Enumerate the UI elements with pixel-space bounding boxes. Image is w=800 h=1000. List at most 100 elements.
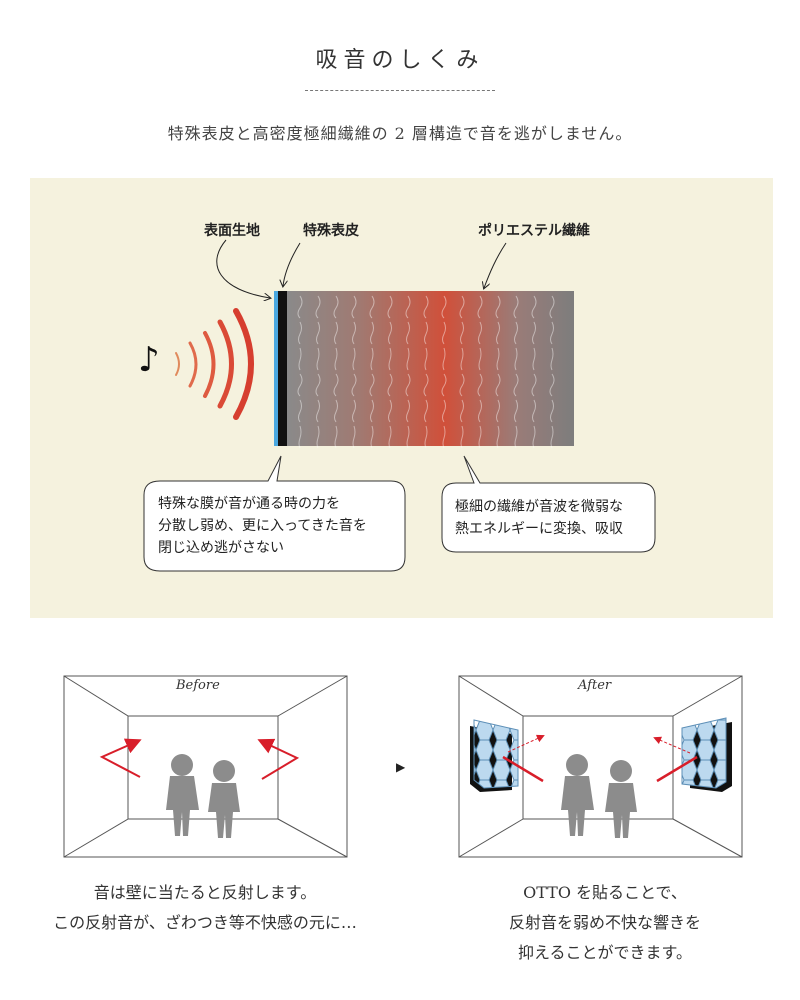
label-special-skin: 特殊表皮 bbox=[303, 223, 359, 239]
fiber-strand bbox=[531, 295, 537, 319]
fiber-strand bbox=[369, 373, 375, 397]
fiber-strand bbox=[406, 347, 410, 371]
fiber-strand bbox=[460, 347, 464, 371]
fiber-strand bbox=[514, 347, 518, 371]
fiber-strand bbox=[423, 295, 429, 319]
fiber-strand bbox=[388, 425, 392, 449]
fiber-strand bbox=[370, 399, 374, 423]
fiber-strand bbox=[316, 399, 320, 423]
fiber-strand bbox=[442, 425, 446, 449]
fiber-strand bbox=[352, 399, 356, 423]
fiber-strand bbox=[334, 347, 338, 371]
before-reflection-arrows bbox=[99, 738, 300, 780]
fiber-strand bbox=[333, 295, 339, 319]
fiber-strand bbox=[387, 295, 393, 319]
fiber-strand bbox=[514, 425, 518, 449]
fiber-layer bbox=[287, 291, 574, 446]
fiber-strand bbox=[405, 295, 411, 319]
special-skin-layer bbox=[278, 291, 287, 446]
fiber-strand bbox=[424, 399, 428, 423]
fiber-strand bbox=[550, 399, 554, 423]
fiber-strand bbox=[496, 321, 500, 345]
fiber-strand bbox=[495, 295, 501, 319]
fiber-strand bbox=[352, 425, 356, 449]
after-caption: OTTO を貼ることで、 反射音を弱め不快な響きを 抑えることができます。 bbox=[508, 883, 701, 962]
after-people-silhouettes bbox=[561, 754, 637, 838]
fiber-strand bbox=[460, 425, 464, 449]
bubble-left-text: 特殊な膜が音が通る時の力を 分散し弱め、更に入ってきた音を 閉じ込め逃がさない bbox=[158, 496, 367, 556]
page-title: 吸音のしくみ bbox=[315, 48, 485, 73]
fiber-strand bbox=[514, 321, 518, 345]
fiber-strand bbox=[441, 295, 447, 319]
label-polyester-fiber: ポリエステル繊維 bbox=[478, 223, 590, 239]
fiber-strand bbox=[496, 425, 500, 449]
bubble-right-shape bbox=[441, 455, 656, 553]
fiber-strand bbox=[442, 347, 446, 371]
before-people-silhouettes bbox=[166, 754, 240, 838]
fiber-strand bbox=[297, 295, 303, 319]
fiber-strand bbox=[369, 295, 375, 319]
fiber-strand bbox=[298, 399, 302, 423]
fiber-strand bbox=[406, 399, 410, 423]
fiber-strand bbox=[532, 399, 536, 423]
fiber-strand bbox=[370, 347, 374, 371]
fiber-strand bbox=[478, 321, 482, 345]
bubble-left-shape bbox=[143, 455, 406, 572]
fiber-strand bbox=[334, 321, 338, 345]
fiber-strand bbox=[388, 321, 392, 345]
fiber-strand bbox=[424, 321, 428, 345]
fiber-strand bbox=[315, 295, 321, 319]
fiber-strand bbox=[531, 373, 537, 397]
fiber-strand bbox=[334, 425, 338, 449]
fiber-strand bbox=[532, 347, 536, 371]
fiber-strand bbox=[351, 373, 357, 397]
before-title: Before bbox=[176, 678, 220, 693]
fiber-strand bbox=[333, 373, 339, 397]
fiber-strand bbox=[315, 373, 321, 397]
fiber-strand bbox=[298, 321, 302, 345]
otto-panel-left bbox=[470, 719, 519, 792]
fiber-strand bbox=[442, 399, 446, 423]
fiber-strand bbox=[460, 321, 464, 345]
fiber-strand bbox=[297, 373, 303, 397]
fiber-strand bbox=[442, 321, 446, 345]
fiber-strand bbox=[334, 399, 338, 423]
fiber-strand bbox=[424, 347, 428, 371]
fiber-strand bbox=[370, 321, 374, 345]
fiber-strand bbox=[550, 347, 554, 371]
fiber-strand bbox=[478, 399, 482, 423]
arrow-surface-fabric bbox=[216, 239, 270, 298]
fiber-strand bbox=[549, 373, 555, 397]
fiber-strand bbox=[549, 295, 555, 319]
fiber-strand bbox=[441, 373, 447, 397]
fiber-strand bbox=[316, 321, 320, 345]
fiber-strand bbox=[298, 425, 302, 449]
after-room bbox=[458, 675, 743, 858]
after-title: After bbox=[578, 678, 612, 693]
fiber-strand bbox=[370, 425, 374, 449]
fiber-strand bbox=[478, 425, 482, 449]
arrow-polyester bbox=[484, 242, 507, 288]
fiber-strand bbox=[316, 425, 320, 449]
bubble-right-text: 極細の繊維が音波を微弱な 熱エネルギーに変換、吸収 bbox=[455, 499, 623, 537]
fiber-strand bbox=[477, 373, 483, 397]
before-room bbox=[63, 675, 348, 858]
fiber-strand bbox=[495, 373, 501, 397]
fiber-strand bbox=[496, 399, 500, 423]
fiber-strand bbox=[477, 295, 483, 319]
music-note-icon: ♪ bbox=[138, 340, 160, 380]
fiber-strand bbox=[316, 347, 320, 371]
page-subtitle: 特殊表皮と高密度極細繊維の 2 層構造で音を逃がしません。 bbox=[167, 124, 633, 143]
fiber-strand bbox=[387, 373, 393, 397]
fiber-texture bbox=[297, 295, 555, 449]
fiber-strand bbox=[496, 347, 500, 371]
otto-panel-right bbox=[681, 717, 732, 792]
fiber-strand bbox=[478, 347, 482, 371]
surface-fabric-layer bbox=[274, 291, 278, 446]
title-divider bbox=[305, 90, 495, 91]
arrow-special-skin bbox=[283, 242, 301, 286]
sound-waves bbox=[175, 308, 254, 420]
fiber-strand bbox=[406, 321, 410, 345]
fiber-strand bbox=[513, 295, 519, 319]
